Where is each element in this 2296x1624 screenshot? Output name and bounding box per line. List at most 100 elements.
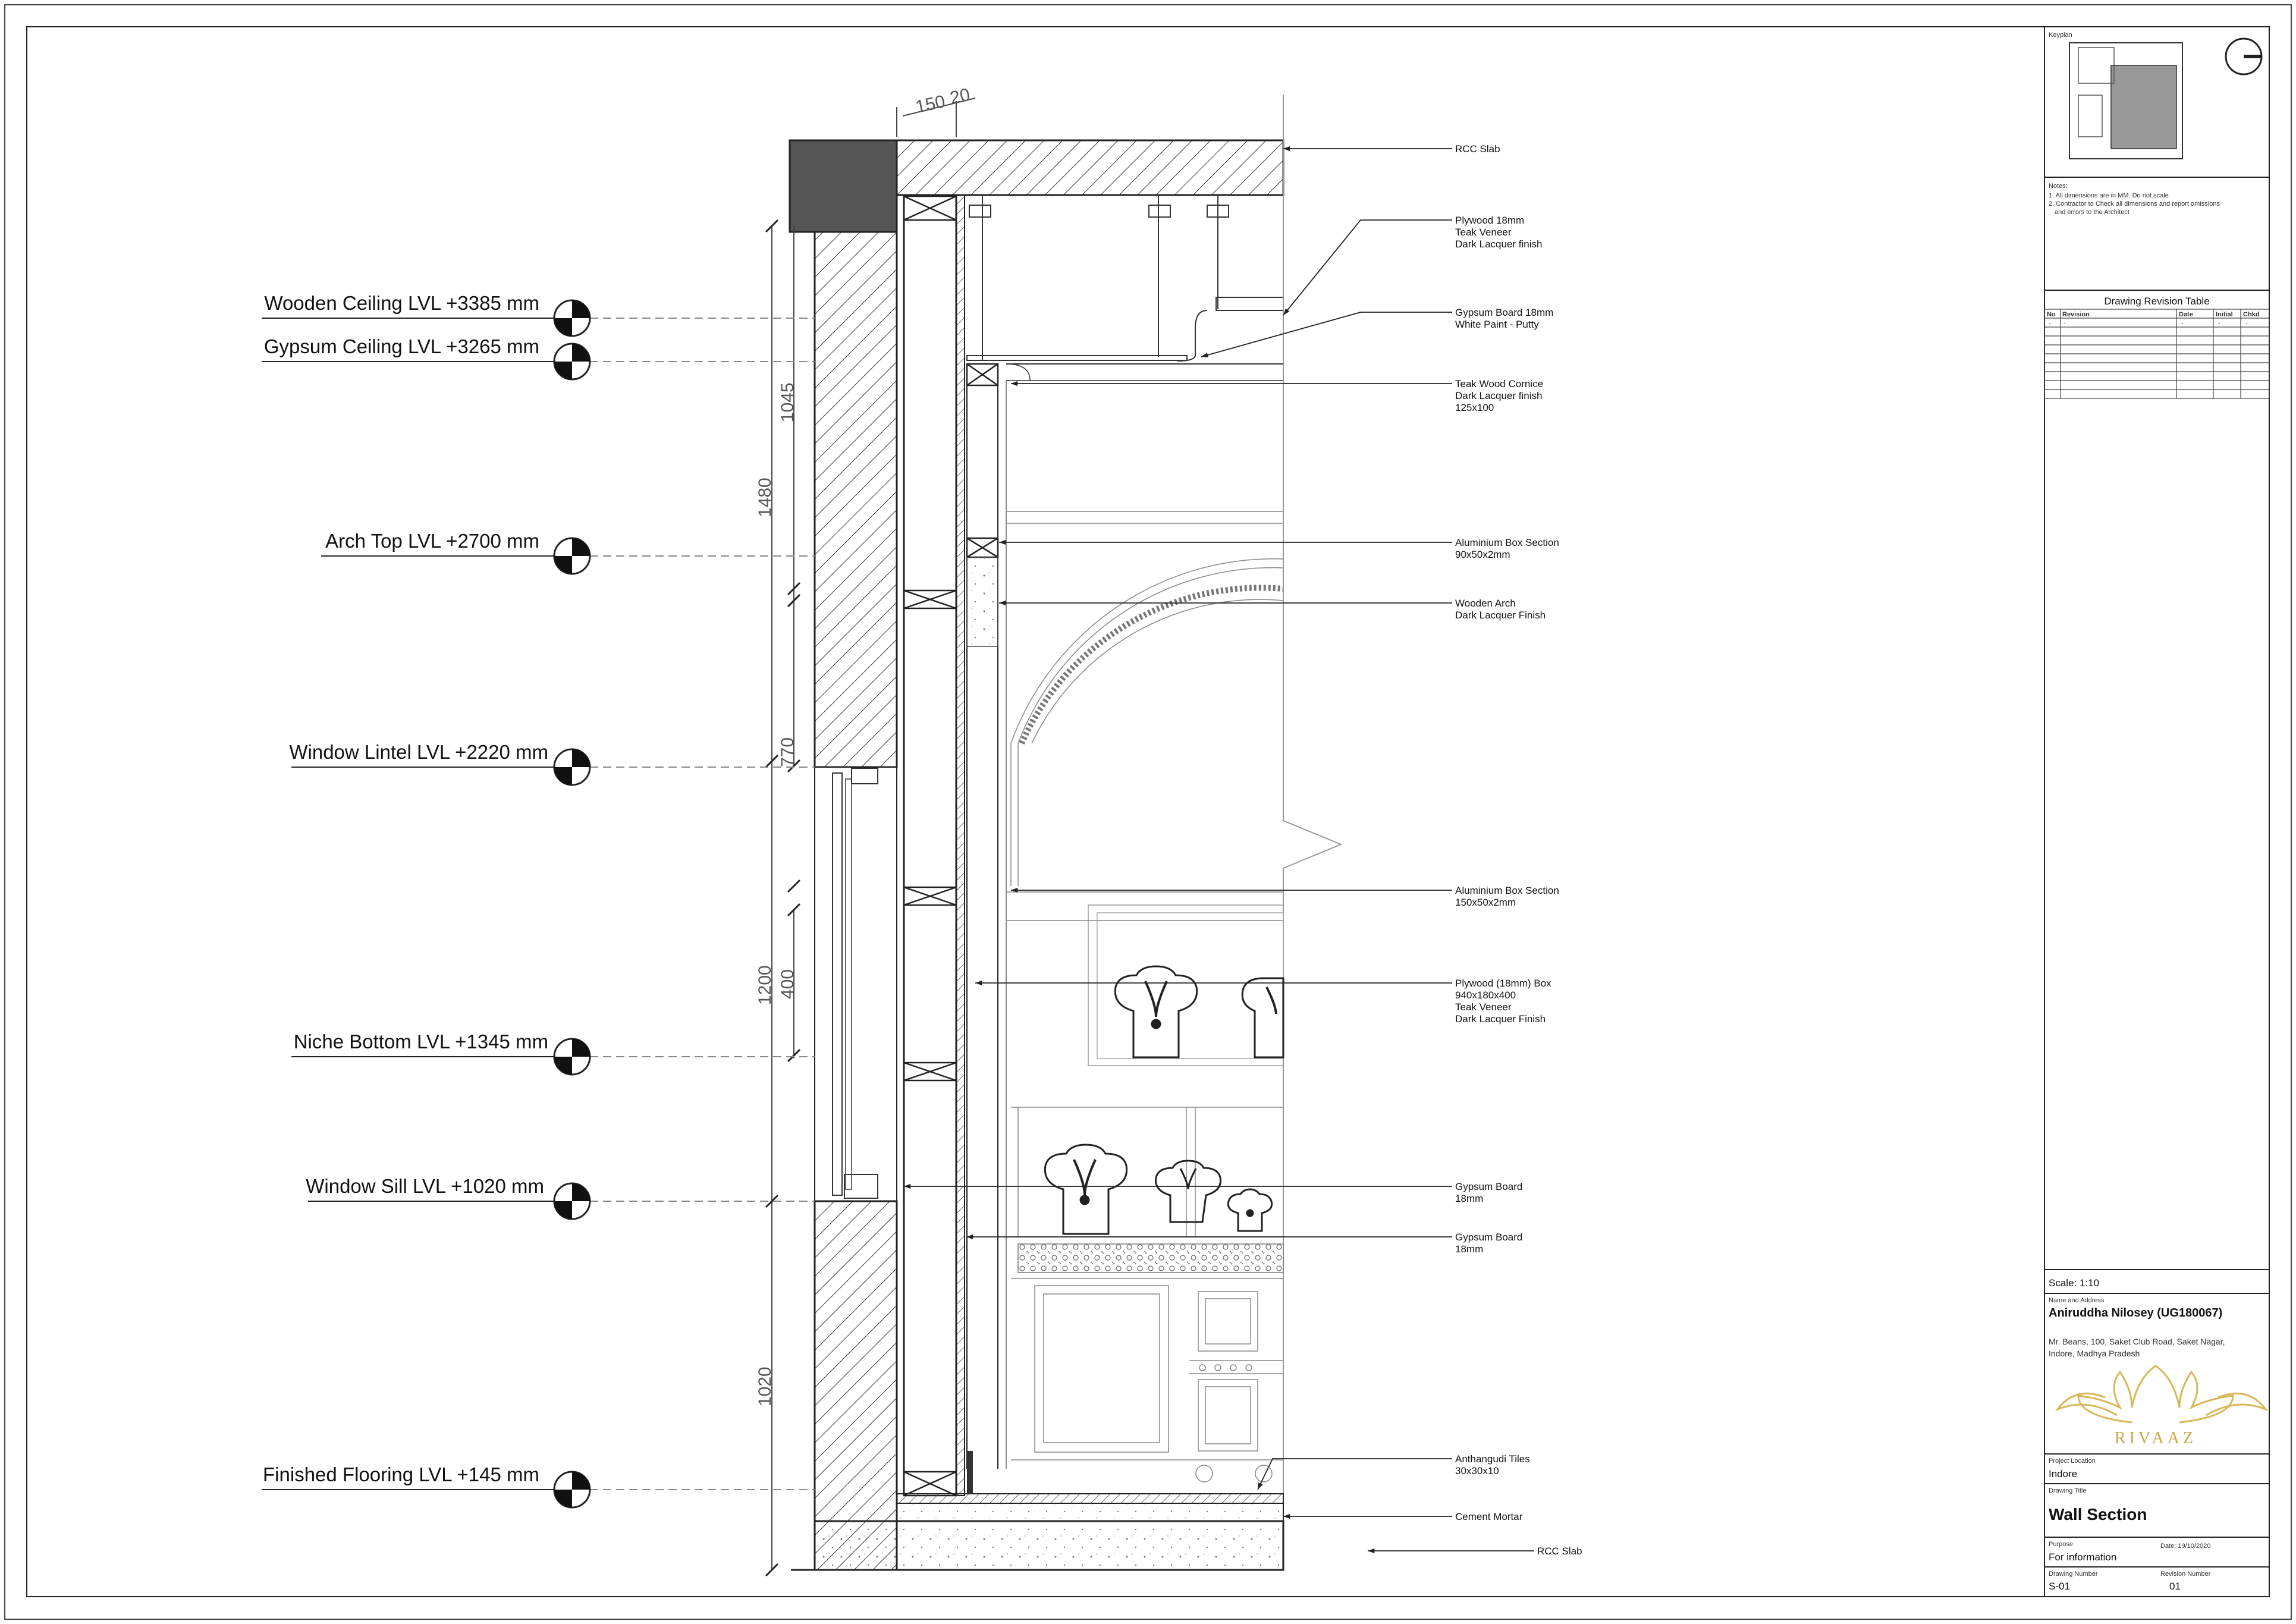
- carved-band: [1017, 1243, 1284, 1273]
- title-block: Keyplan Notes: 1. All dimensions are in …: [2044, 32, 2270, 1592]
- dim-1200: 1200: [755, 965, 775, 1005]
- annotation-text: 18mm: [1455, 1193, 1483, 1204]
- annotation-text: Plywood 18mm: [1455, 215, 1524, 226]
- annotation-text: Aluminium Box Section: [1455, 885, 1559, 896]
- keyplan-label: Keyplan: [2049, 32, 2072, 39]
- keyplan-highlight: [2110, 65, 2177, 149]
- address-line-2: Indore, Madhya Pradesh: [2049, 1349, 2140, 1358]
- name-address-label: Name and Address: [2049, 1297, 2105, 1304]
- masonry-wall-lower: [814, 1200, 898, 1571]
- dim-400: 400: [778, 969, 797, 999]
- level-marker: Arch Top LVL +2700 mm: [321, 530, 815, 575]
- author-name: Aniruddha Nilosey (UG180067): [2049, 1306, 2222, 1320]
- annotation-text: Gypsum Board: [1455, 1232, 1522, 1243]
- level-datum-quadrant: [572, 1183, 590, 1201]
- purpose-value: For information: [2049, 1551, 2116, 1563]
- level-datum-quadrant: [554, 318, 572, 336]
- annotation-text: Teak Wood Cornice: [1455, 378, 1543, 389]
- drawing-number-label: Drawing Number: [2049, 1570, 2098, 1578]
- level-marker: Window Sill LVL +1020 mm: [306, 1175, 815, 1220]
- notes-label: Notes:: [2049, 183, 2068, 190]
- date-value: Date: 19/10/2020: [2160, 1543, 2210, 1550]
- rcc-slab-bottom: [814, 1520, 1284, 1571]
- level-label: Window Lintel LVL +2220 mm: [289, 741, 548, 763]
- note-3: and errors to the Architect: [2055, 209, 2129, 216]
- annotation-text: 940x180x400: [1455, 990, 1516, 1001]
- rev-row-date: -: [2181, 320, 2184, 327]
- level-marker: Gypsum Ceiling LVL +3265 mm: [262, 335, 815, 381]
- arrow-head-icon: [1283, 1513, 1290, 1519]
- masonry-wall-upper: [814, 231, 898, 768]
- annotation-text: 30x30x10: [1455, 1465, 1499, 1477]
- rev-header-initial: Initial: [2216, 311, 2233, 318]
- dim-20: 20: [948, 85, 972, 108]
- drawing-frame: [26, 26, 2270, 1597]
- level-marker: Niche Bottom LVL +1345 mm: [291, 1031, 815, 1076]
- level-datum-quadrant: [554, 362, 572, 379]
- arrow-head-icon: [1283, 308, 1290, 315]
- rivaaz-logo: [2055, 1365, 2269, 1424]
- logo-text: RIVAAZ: [2115, 1429, 2197, 1447]
- annotation-text: Teak Veneer: [1455, 1001, 1512, 1013]
- annotation: RCC Slab: [1283, 143, 1500, 155]
- level-datum-quadrant: [554, 1057, 572, 1075]
- project-location-label: Project Location: [2049, 1457, 2096, 1465]
- arrow-head-icon: [1011, 887, 1018, 893]
- rev-header-date: Date: [2179, 311, 2193, 318]
- level-marker: Wooden Ceiling LVL +3385 mm: [262, 292, 815, 337]
- rev-row-initial: -: [2218, 320, 2220, 327]
- rcc-slab-top: [896, 139, 1284, 196]
- cement-mortar: [896, 1503, 1284, 1522]
- annotation-text: Aluminium Box Section: [1455, 537, 1559, 548]
- rev-header-no: No: [2047, 311, 2056, 318]
- arrow-head-icon: [1283, 146, 1290, 152]
- level-datum-quadrant: [554, 1201, 572, 1219]
- level-marker: Window Lintel LVL +2220 mm: [289, 741, 815, 786]
- rev-header-chkd: Chkd: [2243, 311, 2260, 318]
- arrow-head-icon: [999, 600, 1006, 606]
- level-label: Wooden Ceiling LVL +3385 mm: [264, 292, 539, 314]
- scale-text: Scale: 1:10: [2049, 1277, 2099, 1289]
- annotation-text: Teak Veneer: [1455, 227, 1512, 238]
- revision-number-label: Revision Number: [2160, 1570, 2211, 1578]
- skirting: [967, 1451, 973, 1494]
- address-line-1: Mr. Beans, 100, Saket Club Road, Saket N…: [2049, 1337, 2225, 1346]
- dim-770: 770: [778, 737, 797, 767]
- break-line: [1283, 95, 1343, 1570]
- outer-border: [4, 4, 2292, 1620]
- level-datum-quadrant: [554, 1490, 572, 1507]
- annotation-text: Wooden Arch: [1455, 598, 1516, 609]
- level-datum-quadrant: [572, 300, 590, 318]
- floor-tiles: [896, 1493, 1284, 1504]
- beam-block: [789, 139, 898, 233]
- level-markers: Wooden Ceiling LVL +3385 mm Gypsum Ceilin…: [262, 292, 815, 1509]
- dim-1480: 1480: [755, 478, 775, 517]
- window-lintel-trim: [851, 768, 878, 784]
- rev-row-revision: -: [2063, 320, 2066, 327]
- project-location: Indore: [2049, 1468, 2077, 1479]
- window-frame-outer: [832, 772, 843, 1196]
- revision-table: [2044, 309, 2270, 399]
- level-datum-quadrant: [554, 767, 572, 785]
- north-arrow-icon: [2225, 37, 2263, 76]
- annotation-leader: [1283, 219, 1452, 316]
- annotation-text: 125x100: [1455, 402, 1494, 413]
- annotation-text: 18mm: [1455, 1243, 1483, 1255]
- annotation-text: Anthangudi Tiles: [1455, 1453, 1530, 1465]
- level-datum-quadrant: [572, 344, 590, 362]
- arrow-head-icon: [904, 1183, 911, 1189]
- keyplan-room-b: [2078, 95, 2103, 137]
- annotation-text: Gypsum Board: [1455, 1181, 1522, 1192]
- annotation-text: Dark Lacquer Finish: [1455, 610, 1546, 621]
- annotation-text: 90x50x2mm: [1455, 549, 1510, 560]
- annotation-leader: [1201, 312, 1452, 357]
- section-drawing: [789, 95, 1343, 1571]
- arrow-head-icon: [1258, 1482, 1263, 1490]
- level-datum-quadrant: [554, 556, 572, 574]
